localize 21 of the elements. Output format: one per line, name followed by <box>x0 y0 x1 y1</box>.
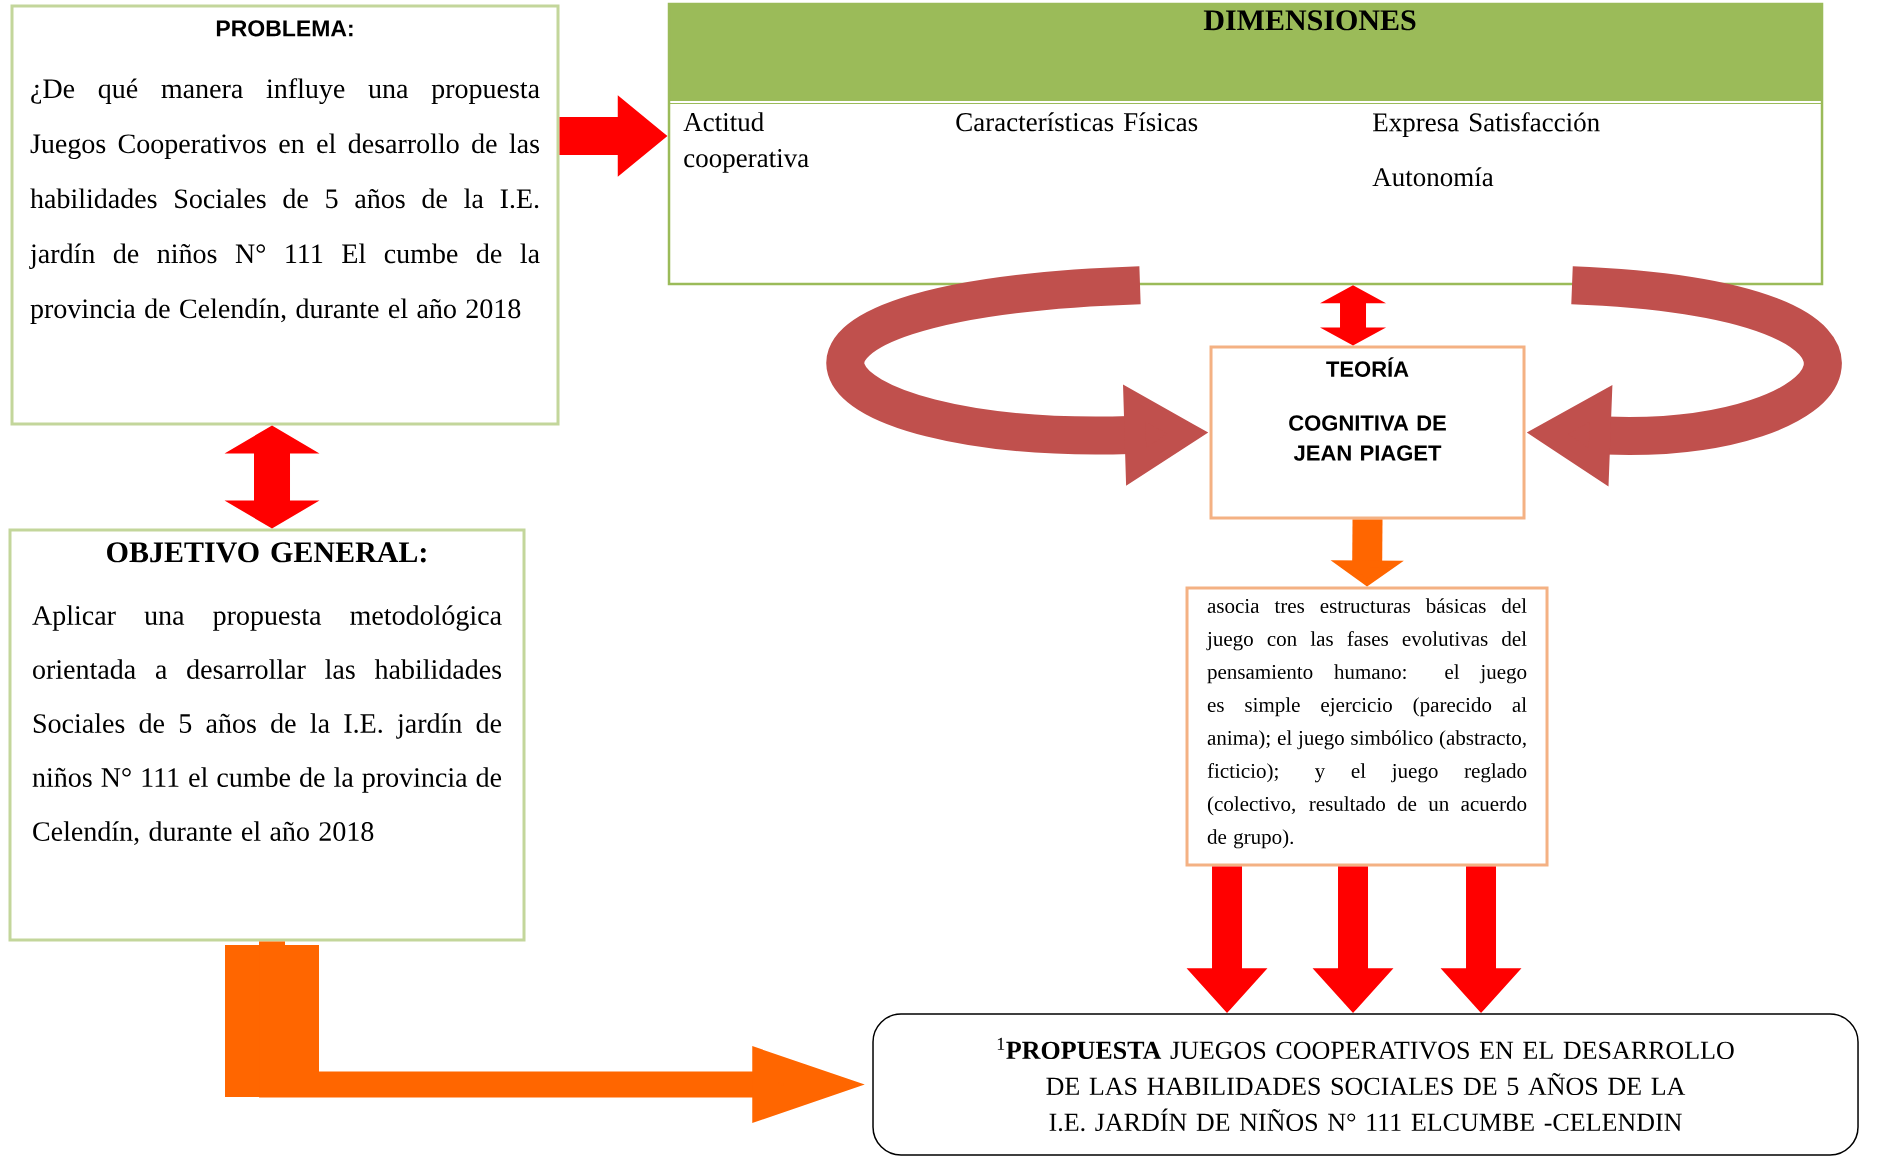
theory-box <box>1209 345 1526 520</box>
dimensions-table <box>667 2 1824 286</box>
table-text: Actitud cooperativa <box>683 112 809 173</box>
body-text: ¿De qué manera influye una propuesta Juegos Cooperativos en el desarrollo de las habilidades Sociales de 5 años de la I.E. jardín de niños N° 111 El cumbe de la provincia de Celendín, durante el año 2018 <box>29 78 540 324</box>
table-text: Autonomía <box>1372 167 1494 187</box>
box-heading: PROBLEMA: <box>216 20 353 37</box>
box-heading: TEORÍA <box>1326 357 1409 377</box>
box-text: $^{1}$PROPUESTA JUEGOS COOPERATIVOS EN EL DESARROLLO DE LAS HABILIDADES SOCIALES DE 5 AÑOS DE LA I.E. JARDÍN DE NIÑOS N° 111 ELCUMBE -CELENDIN <box>997 1037 1734 1132</box>
problem-box <box>10 4 560 426</box>
double-arrow <box>1320 285 1386 346</box>
box-heading: OBJETIVO GENERAL: <box>107 542 426 563</box>
body-text: asocia tres estructuras básicas del juego con las fases evolutivas del pensamiento humano: el juego es simple ejercicio (parecido al anima); el juego simbólico (abstracto, ficticio); y el juego reglado (colectivo, resultado de un acuerdo de grupo). <box>1206 598 1527 849</box>
double-arrow <box>224 425 320 529</box>
proposal-box <box>872 1013 1859 1156</box>
description-box <box>1185 586 1549 867</box>
table-text: Expresa Satisfacción <box>1373 112 1600 137</box>
body-text: Aplicar una propuesta metodológica orientada a desarrollar las habilidades Sociales de 5 años de la I.E. jardín de niños N° 111 el cumbe de la provincia de Celendín, durante el año 2018 <box>32 605 502 845</box>
objective-box <box>8 528 526 942</box>
table-heading: DIMENSIONES <box>1203 10 1416 31</box>
box-text: COGNITIVA DE JEAN PIAGET <box>1289 415 1446 461</box>
table-text: Características Físicas <box>956 112 1198 132</box>
